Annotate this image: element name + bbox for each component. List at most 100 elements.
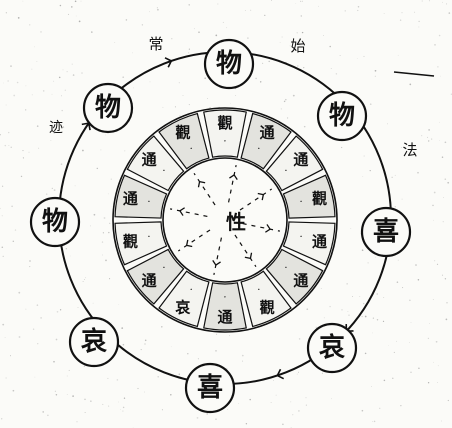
inner-arrowhead [229,174,238,180]
speck [372,317,375,319]
outer-node-circle [29,196,81,248]
speck [103,217,106,219]
speck [42,411,45,413]
speck [67,13,70,15]
speck [427,136,429,138]
speck [362,176,364,177]
speck [341,309,343,311]
speck [363,302,365,305]
speck [434,44,436,46]
speck [439,121,440,123]
speck [5,377,7,379]
speck [2,323,5,326]
speck [60,95,63,97]
speck [2,82,4,84]
speck [60,163,63,165]
speck [376,319,379,321]
speck [174,106,176,108]
speck [22,150,24,152]
speck [363,155,365,157]
speck [68,369,70,371]
speck [170,346,172,348]
wheel-segment-mark: · [147,232,150,243]
speck [335,73,338,75]
speck [72,74,75,76]
speck [90,400,92,402]
wheel-segment [240,112,292,170]
speck [14,229,17,231]
speck [410,322,412,323]
wheel-segment-label: 觀 [123,233,138,251]
speck [394,206,396,208]
speck [289,45,291,47]
speck [290,401,292,403]
speck [91,31,93,33]
speck [364,315,367,318]
speck [259,81,262,83]
speck [36,125,39,127]
speck [444,141,447,144]
speck [323,317,325,319]
speck [83,365,85,367]
speck [188,52,190,54]
inner-spoke [213,237,223,276]
speck [10,65,12,67]
wheel-segment-label: 觀 [260,298,275,316]
speck [442,1,443,3]
speck [418,367,420,369]
speck [32,328,35,330]
speck [8,131,10,134]
speck [188,104,190,106]
wheel-segment-label: 觀 [217,114,232,132]
speck [388,344,389,346]
speck [305,397,307,399]
speck [110,178,112,180]
speck [361,409,364,412]
speck [18,336,21,338]
speck [196,417,199,419]
speck [116,379,119,381]
speck [397,54,399,56]
speck [445,318,448,321]
speck [283,100,286,103]
speck [357,6,360,8]
inner-spoke [169,208,208,218]
speck [59,309,62,311]
speck [1,215,3,217]
wheel-segment [126,135,185,192]
speck [161,326,163,328]
speck [123,397,126,399]
speck [74,0,77,3]
speck [105,134,106,136]
speck [441,420,443,422]
speck [298,410,300,412]
speck [401,146,402,148]
speck [436,263,439,265]
speck [16,81,19,84]
speck [96,167,99,170]
speck [62,126,65,128]
speck [10,146,12,148]
speck [84,398,86,401]
speck [206,413,209,415]
speck [34,46,35,48]
speck [50,140,52,141]
speck [364,352,367,355]
speck [318,5,319,7]
speck [375,256,376,258]
wheel-segment-mark: · [190,285,193,296]
speck [8,145,10,146]
speck [387,123,388,125]
speck [111,322,112,324]
speck [55,338,58,341]
speck [303,125,306,128]
speck [1,418,3,420]
speck [66,394,68,395]
speck [418,26,420,28]
outer-node-label: 物 [42,207,68,237]
speck [78,20,81,23]
speck [350,228,352,229]
wheel-segment-mark: · [190,144,193,155]
speck [40,317,42,319]
